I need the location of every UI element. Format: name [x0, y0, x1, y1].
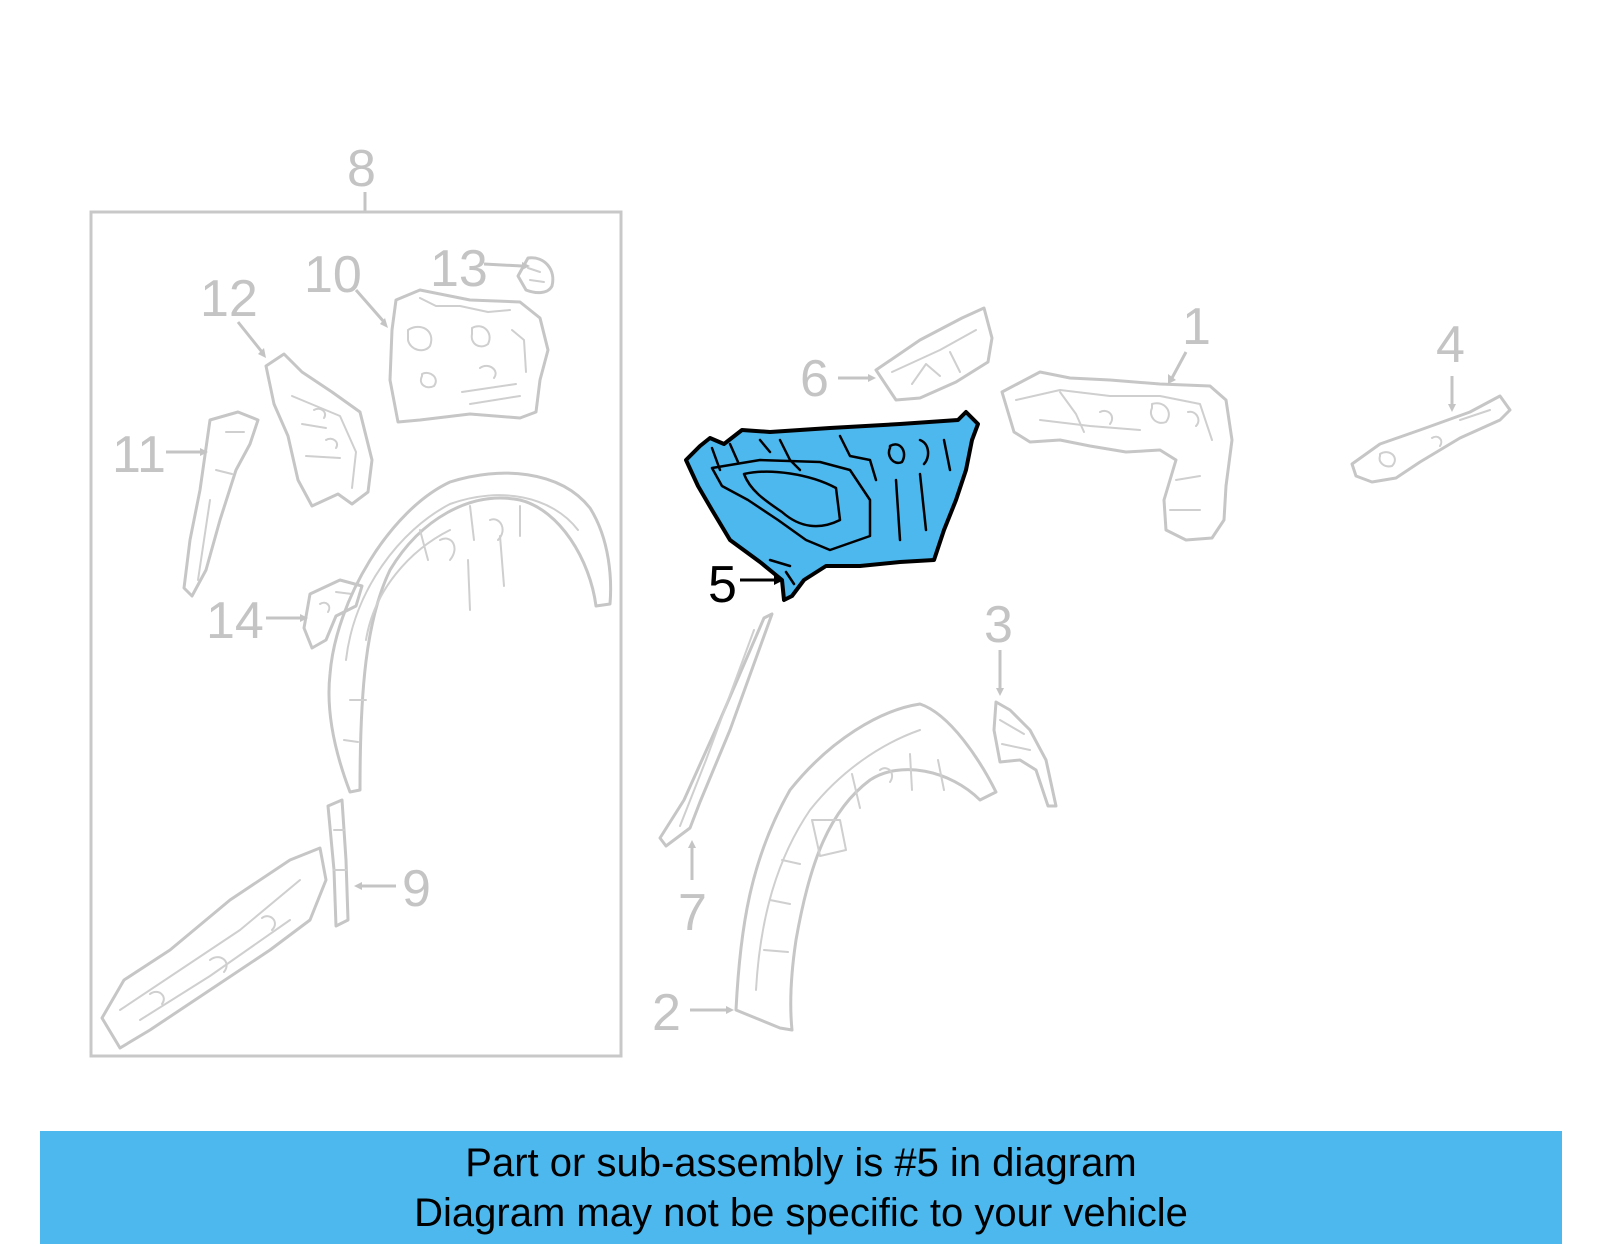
part-label-4[interactable]: 4: [1436, 316, 1465, 374]
part-13[interactable]: 13: [430, 240, 555, 298]
part-label-7[interactable]: 7: [678, 884, 707, 942]
part-label-1[interactable]: 1: [1182, 298, 1211, 356]
part-label-8[interactable]: 8: [347, 140, 376, 198]
part-10[interactable]: 10: [304, 246, 550, 424]
part-label-11[interactable]: 11: [112, 426, 166, 484]
part-label-13[interactable]: 13: [430, 240, 488, 298]
caption-line-1: Part or sub-assembly is #5 in diagram: [465, 1140, 1137, 1185]
part-2[interactable]: 2: [652, 702, 998, 1042]
part-label-2[interactable]: 2: [652, 984, 681, 1042]
part-label-12[interactable]: 12: [200, 270, 258, 328]
part-label-3[interactable]: 3: [984, 596, 1013, 654]
part-label-14[interactable]: 14: [206, 592, 264, 650]
part-12[interactable]: 12: [200, 270, 374, 508]
part-label-10[interactable]: 10: [304, 246, 362, 304]
part-11[interactable]: 11: [112, 410, 260, 598]
part-label-5[interactable]: 5: [708, 556, 737, 614]
part-label-9[interactable]: 9: [402, 860, 431, 918]
part-14[interactable]: 14: [206, 578, 364, 650]
part-label-6[interactable]: 6: [800, 350, 829, 408]
part-1[interactable]: 1: [1000, 298, 1234, 542]
rocker-inner-8[interactable]: [100, 846, 328, 1050]
part-5-highlighted[interactable]: 5: [684, 410, 980, 614]
part-4[interactable]: 4: [1350, 316, 1512, 484]
subassembly-box-8: 8: [89, 140, 623, 1058]
part-7[interactable]: 7: [658, 612, 774, 942]
part-9[interactable]: 9: [326, 798, 431, 928]
caption-line-2: Diagram may not be specific to your vehi…: [414, 1190, 1188, 1235]
part-6[interactable]: 6: [800, 306, 994, 408]
part-3[interactable]: 3: [984, 596, 1058, 808]
caption-banner: Part or sub-assembly is #5 in diagram Di…: [40, 1131, 1562, 1244]
wheelhouse-inner-8[interactable]: [327, 471, 613, 794]
